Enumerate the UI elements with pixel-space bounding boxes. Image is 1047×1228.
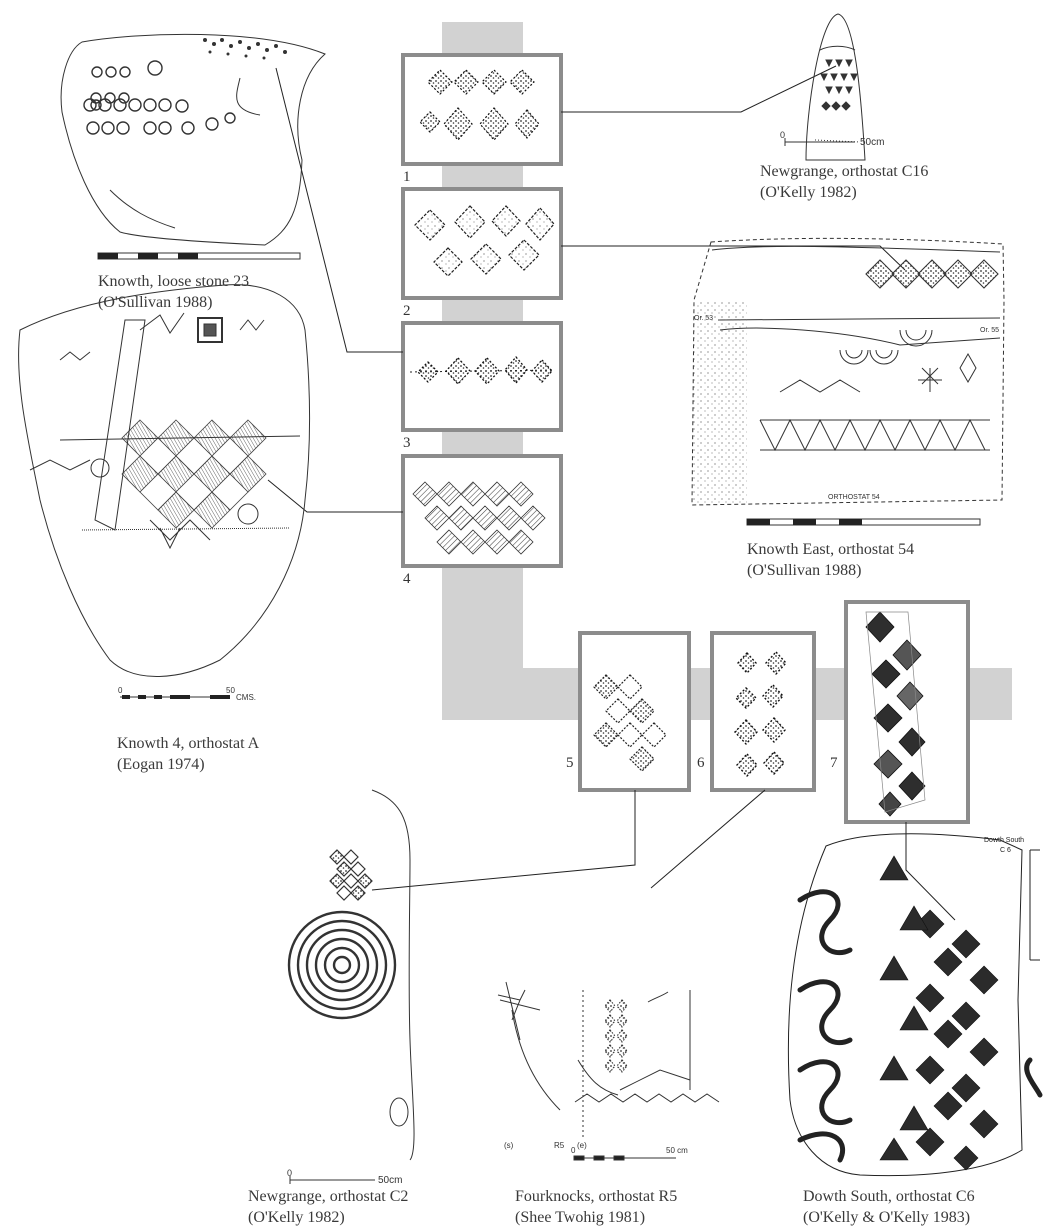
panel-1 [403,55,561,164]
caption-newgrange-c2: Newgrange, orthostat C2 (O'Kelly 1982) [248,1186,408,1228]
east54-bottom-label: ORTHOSTAT 54 [828,494,880,501]
caption-site: Knowth East, orthostat 54 [747,539,914,560]
panel-number-3: 3 [403,435,411,451]
caption-reference: (Shee Twohig 1981) [515,1207,677,1228]
caption-site: Knowth 4, orthostat A [117,733,259,754]
panel-number-7: 7 [830,755,838,771]
drawing-knowth-4-a [19,285,310,677]
panel-4 [403,456,561,566]
panel-7 [846,602,968,822]
panel-6 [712,633,814,790]
caption-reference: (O'Sullivan 1988) [747,560,914,581]
r5-left-label: (s) [504,1141,514,1150]
drawing-newgrange-c2 [289,790,414,1184]
scale-bar-knowth-4 [120,695,230,699]
caption-reference: (O'Kelly & O'Kelly 1983) [803,1207,975,1228]
drawing-fourknocks-r5 [498,982,719,1160]
dowth-sub-label: C 6 [1000,847,1011,854]
caption-knowth-east-54: Knowth East, orthostat 54 (O'Sullivan 19… [747,539,914,581]
panel-number-5: 5 [566,755,574,771]
drawing-knowth-loose-23 [61,34,325,245]
caption-site: Fourknocks, orthostat R5 [515,1186,677,1207]
r5-scale-zero: 0 [571,1146,576,1155]
c16-scale-zero: 0 [780,130,785,140]
c2-scale-zero: 0 [287,1168,292,1178]
knowth4-scale-unit: CMS. [236,693,256,702]
caption-newgrange-c16: Newgrange, orthostat C16 (O'Kelly 1982) [760,161,928,203]
panel-2 [403,189,561,298]
knowth4-scale-fifty: 50 [226,686,235,695]
drawing-knowth-east-54 [692,238,1004,505]
r5-right-label: (e) [577,1141,587,1150]
caption-site: Newgrange, orthostat C16 [760,161,928,182]
dowth-title-label: Dowth South [984,837,1024,844]
panel-number-2: 2 [403,303,411,319]
panel-5 [580,633,689,790]
caption-site: Knowth, loose stone 23 [98,271,249,292]
caption-fourknocks-r5: Fourknocks, orthostat R5 (Shee Twohig 19… [515,1186,677,1228]
panel-number-4: 4 [403,571,411,587]
panel-number-6: 6 [697,755,705,771]
c16-scale-label: 50cm [860,137,884,148]
scale-bar-knowth-east-54 [747,519,980,525]
east54-right-label: Or. 55 [980,327,999,334]
r5-mid-label: R5 [554,1141,565,1150]
caption-reference: (Eogan 1974) [117,754,259,775]
scale-bar-knowth-23 [98,253,300,259]
caption-reference: (O'Kelly 1982) [760,182,928,203]
drawing-dowth-c6 [788,834,1040,1176]
panel-number-1: 1 [403,169,411,185]
caption-site: Newgrange, orthostat C2 [248,1186,408,1207]
caption-knowth-loose-23: Knowth, loose stone 23 (O'Sullivan 1988) [98,271,249,313]
c2-scale-label: 50cm [378,1175,402,1186]
caption-site: Dowth South, orthostat C6 [803,1186,975,1207]
east54-left-label: Or. 53 [694,315,713,322]
caption-reference: (O'Sullivan 1988) [98,292,249,313]
panel-3 [403,323,561,430]
r5-scale-label: 50 cm [666,1146,688,1155]
knowth4-scale-zero: 0 [118,686,123,695]
drawing-newgrange-c16 [785,14,865,160]
caption-dowth-c6: Dowth South, orthostat C6 (O'Kelly & O'K… [803,1186,975,1228]
caption-reference: (O'Kelly 1982) [248,1207,408,1228]
caption-knowth-4-a: Knowth 4, orthostat A (Eogan 1974) [117,733,259,775]
